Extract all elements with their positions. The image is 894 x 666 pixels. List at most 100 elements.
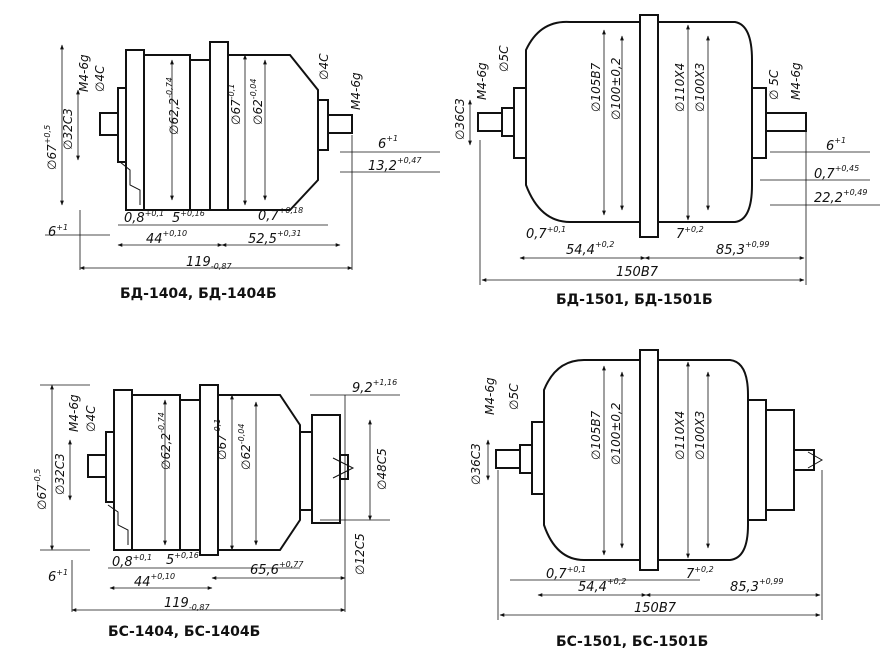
caption-bd-1404: БД-1404, БД-1404Б bbox=[120, 286, 277, 302]
middle-ring bbox=[179, 399, 201, 551]
dim-d36c3: ∅36С3 bbox=[453, 98, 467, 140]
drawing-bs-1404: ∅67-0,5 ∅32С3 М4-6g ∅4С ∅62,2-0,74 ∅67-0… bbox=[33, 378, 400, 640]
dim-c4-right: ∅4С bbox=[317, 53, 331, 80]
dim-52-5: 52,5+0,31 bbox=[248, 229, 301, 247]
right-flange bbox=[747, 399, 767, 521]
middle-flange bbox=[199, 384, 219, 556]
dim-0-7: 0,7+0,1 bbox=[546, 565, 586, 582]
caption-bs-1501: БС-1501, БС-1501Б bbox=[556, 634, 708, 650]
right-boss bbox=[751, 87, 767, 159]
dim-7: 7+0,2 bbox=[676, 225, 704, 242]
dim-d67-mid: ∅67-0,1 bbox=[227, 84, 243, 125]
dim-c5-left: ∅5С bbox=[497, 45, 511, 72]
output-shaft bbox=[793, 449, 815, 471]
dim-d32c3: ∅32С3 bbox=[61, 108, 75, 150]
right-shaft bbox=[327, 114, 353, 134]
drawing-bd-1501: М4-6g ∅5С ∅36С3 ∅105В7 ∅100±0,2 ∅110Х4 ∅… bbox=[453, 14, 880, 308]
dim-d622: ∅62,2-0,74 bbox=[165, 77, 181, 135]
dim-m4: М4-6g bbox=[67, 394, 81, 432]
dim-d105b7: ∅105В7 bbox=[589, 62, 603, 112]
left-shaft bbox=[477, 112, 503, 132]
housing-right bbox=[217, 394, 301, 551]
left-boss bbox=[513, 87, 527, 159]
dim-c4: ∅4С bbox=[84, 405, 98, 432]
dim-6-right: 6+1 bbox=[378, 134, 398, 152]
middle-ring bbox=[189, 59, 211, 211]
dim-6: 6+1 bbox=[48, 568, 68, 585]
left-shaft bbox=[495, 449, 521, 469]
right-shaft bbox=[765, 112, 807, 132]
housing-left bbox=[131, 394, 181, 551]
left-boss bbox=[531, 421, 545, 495]
dim-7: 7+0,2 bbox=[686, 565, 714, 582]
output-flange bbox=[765, 409, 795, 511]
dim-0-8: 0,8+0,1 bbox=[124, 209, 164, 226]
motor-body-bs-1404 bbox=[87, 384, 355, 556]
dim-54-4: 54,4+0,2 bbox=[578, 577, 626, 595]
output-flange bbox=[311, 414, 341, 524]
dim-m4-right: М4-6g bbox=[349, 72, 363, 110]
motor-body-bs-1501 bbox=[495, 349, 824, 571]
dim-d100x3: ∅100Х3 bbox=[693, 63, 707, 112]
stepped-edge bbox=[107, 504, 129, 545]
center-flange bbox=[639, 14, 659, 238]
dim-44: 44+0,10 bbox=[134, 572, 175, 590]
housing-right bbox=[657, 359, 749, 561]
right-boss bbox=[317, 99, 329, 151]
dim-119: 119-0,87 bbox=[164, 596, 210, 612]
housing-left bbox=[525, 20, 641, 223]
center-flange bbox=[639, 349, 659, 571]
dim-150b7: 150В7 bbox=[616, 265, 659, 280]
dim-c5: ∅5С bbox=[507, 383, 521, 410]
dim-d62: ∅62-0,04 bbox=[249, 79, 265, 125]
drawing-bs-1501: М4-6g ∅5С ∅36С3 ∅105В7 ∅100±0,2 ∅110Х4 ∅… bbox=[469, 349, 824, 650]
dim-44: 44+0,10 bbox=[146, 229, 187, 247]
dim-d62: ∅62-0,04 bbox=[237, 424, 253, 470]
dim-d32c3: ∅32С3 bbox=[53, 453, 67, 495]
dim-119: 119-0,87 bbox=[186, 255, 232, 271]
left-flange bbox=[113, 389, 133, 551]
dim-0-7-left: 0,7+0,1 bbox=[526, 225, 566, 242]
dim-0-7-right: 0,7+0,45 bbox=[814, 164, 859, 182]
dim-85-3: 85,3+0,99 bbox=[716, 240, 769, 258]
dim-d36c3: ∅36С3 bbox=[469, 443, 483, 485]
dim-6: 6+1 bbox=[826, 136, 846, 154]
housing-right bbox=[657, 21, 753, 223]
dim-5: 5+0,16 bbox=[172, 209, 205, 226]
dim-54-4: 54,4+0,2 bbox=[566, 240, 614, 258]
dim-m4: М4-6g bbox=[483, 377, 497, 415]
dim-d100: ∅100±0,2 bbox=[609, 403, 623, 466]
middle-flange bbox=[209, 41, 229, 211]
stepped-edge bbox=[119, 161, 141, 205]
motor-body-bd-1501 bbox=[477, 14, 807, 238]
dim-6-left: 6+1 bbox=[48, 223, 68, 240]
dim-d110x4: ∅110Х4 bbox=[673, 411, 687, 460]
shaft-cap bbox=[332, 457, 355, 479]
dim-5: 5+0,16 bbox=[166, 551, 199, 568]
dim-d622: ∅62,2-0,74 bbox=[157, 412, 173, 470]
dim-150b7: 150В7 bbox=[634, 601, 677, 616]
dim-d110x4: ∅110Х4 bbox=[673, 63, 687, 112]
dim-22-2: 22,2+0,49 bbox=[814, 188, 867, 206]
dim-0-7: 0,7+0,18 bbox=[258, 206, 303, 224]
dim-13-2: 13,2+0,47 bbox=[368, 156, 422, 174]
dim-d48c5: ∅48С5 bbox=[375, 448, 389, 490]
dim-d12c5: ∅12С5 bbox=[353, 533, 367, 575]
dim-c5-right: ∅ 5С bbox=[767, 69, 781, 100]
dim-c4-left: ∅4С bbox=[93, 65, 107, 92]
dim-m4-left: М4-6g bbox=[475, 62, 489, 100]
dim-0-8: 0,8+0,1 bbox=[112, 553, 152, 570]
dim-85-3: 85,3+0,99 bbox=[730, 577, 783, 595]
dim-d100: ∅100±0,2 bbox=[609, 58, 623, 121]
dim-d67: ∅67-0,5 bbox=[33, 469, 49, 510]
dim-m4-left: М4-6g bbox=[77, 54, 91, 92]
motor-body-bd-1404 bbox=[99, 41, 353, 211]
caption-bd-1501: БД-1501, БД-1501Б bbox=[556, 292, 713, 308]
dim-d105b7: ∅105В7 bbox=[589, 410, 603, 460]
dim-d100x3: ∅100Х3 bbox=[693, 411, 707, 460]
output-shaft bbox=[339, 454, 349, 480]
caption-bs-1404: БС-1404, БС-1404Б bbox=[108, 624, 260, 640]
shaft-cap bbox=[807, 451, 824, 469]
right-boss bbox=[299, 431, 313, 511]
